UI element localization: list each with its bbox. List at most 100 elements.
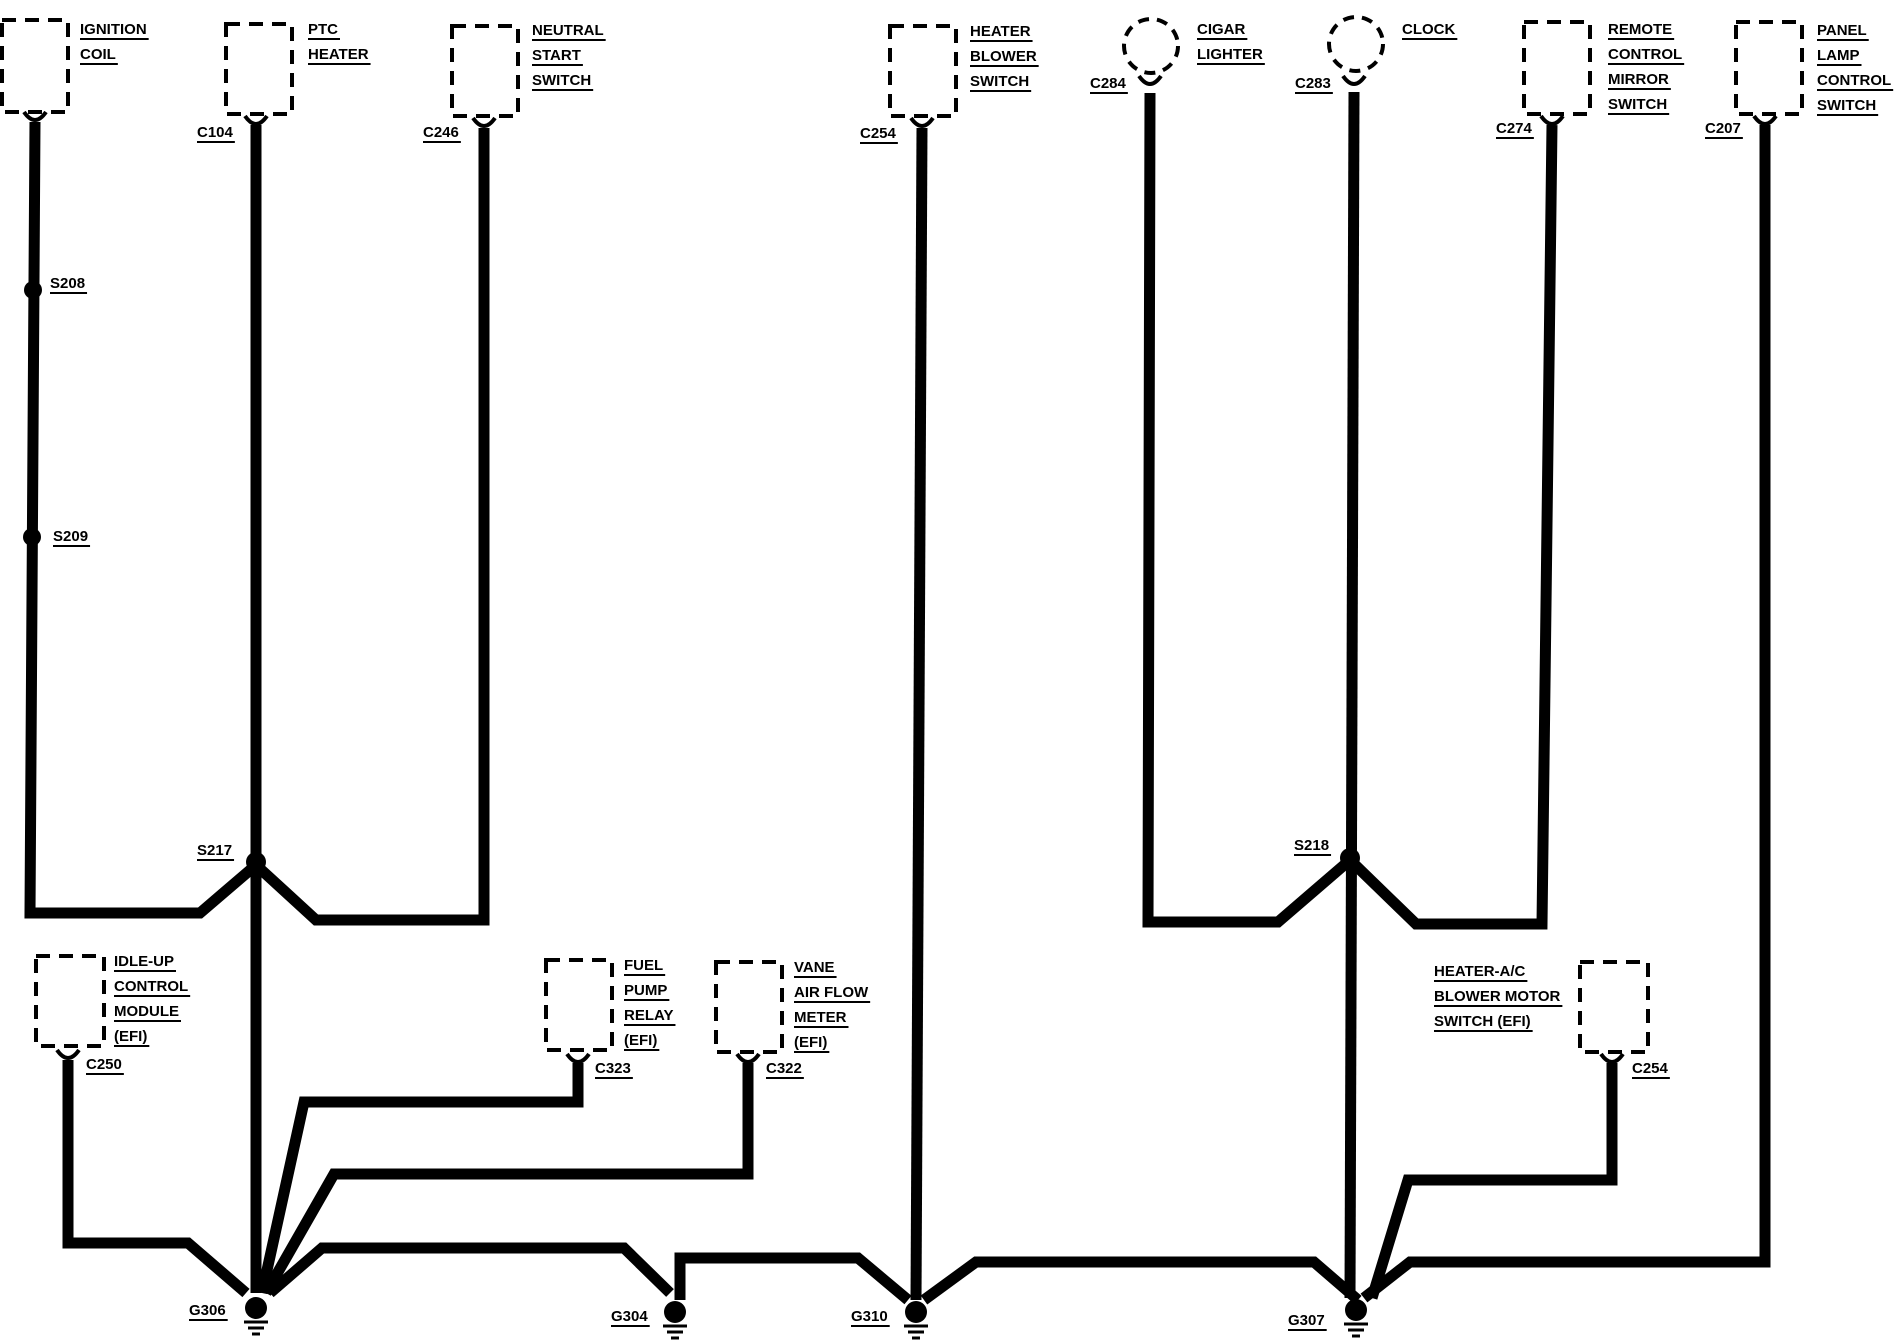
c323-symbol xyxy=(565,1052,591,1064)
wire-g306-to-g304 xyxy=(266,1242,674,1298)
c274-symbol xyxy=(1539,114,1565,126)
ground-g307-symbol xyxy=(1344,1299,1368,1338)
connector-c284-label: C284 xyxy=(1090,75,1128,94)
vane-air-flow-meter-label-0: VANE xyxy=(794,959,837,978)
ground-g304-symbol xyxy=(663,1301,687,1340)
vane-air-flow-meter-label-1-text: AIR FLOW xyxy=(794,984,869,1001)
connector-c207-label: C207 xyxy=(1705,120,1743,139)
cigar-lighter-label-0-text: CIGAR xyxy=(1197,21,1246,38)
remote-control-mirror-switch-label-3-text: SWITCH xyxy=(1608,96,1667,113)
connector-c104-label: C104 xyxy=(197,124,235,143)
c283-symbol xyxy=(1341,74,1367,86)
connector-c104-label-text: C104 xyxy=(197,124,234,141)
splice-s208-dot xyxy=(24,281,42,299)
vane-air-flow-meter-label-2: METER xyxy=(794,1009,849,1028)
connector-c274-label-text: C274 xyxy=(1496,120,1533,137)
remote-control-mirror-switch-label-0: REMOTE xyxy=(1608,21,1675,40)
ground-g310-label-text: G310 xyxy=(851,1308,888,1325)
connector-c246-label-text: C246 xyxy=(423,124,459,141)
ground-g310-label: G310 xyxy=(851,1308,890,1327)
heater-ac-blower-motor-switch-label-0: HEATER-A/C xyxy=(1434,963,1528,982)
clock-label-0: CLOCK xyxy=(1402,21,1458,40)
c250-symbol xyxy=(55,1048,81,1060)
fuel-pump-relay-label-3: (EFI) xyxy=(624,1032,660,1051)
clock-label-0-text: CLOCK xyxy=(1402,21,1455,38)
connector-c254-top-label: C254 xyxy=(860,125,898,144)
remote-control-mirror-switch-label-0-text: REMOTE xyxy=(1608,21,1672,38)
fuel-pump-relay-label-2: RELAY xyxy=(624,1007,676,1026)
fuel-pump-relay-label-1: PUMP xyxy=(624,982,670,1001)
connector-c274-label: C274 xyxy=(1496,120,1534,139)
panel-lamp-control-switch-label-0: PANEL xyxy=(1817,22,1869,41)
grounds xyxy=(244,1297,1368,1340)
cigar-lighter-label-1: LIGHTER xyxy=(1197,46,1265,65)
panel-lamp-control-switch-label-1-text: LAMP xyxy=(1817,47,1860,64)
connector-c283-label-text: C283 xyxy=(1295,75,1331,92)
panel-lamp-control-switch-box xyxy=(1734,20,1804,116)
wires xyxy=(24,91,1771,1305)
connector-c254-bottom-label: C254 xyxy=(1632,1060,1670,1079)
c322-symbol xyxy=(735,1052,761,1064)
ignition-coil-box xyxy=(0,18,70,114)
heater-ac-blower-motor-switch-label-0-text: HEATER-A/C xyxy=(1434,963,1526,980)
ground-g307-label: G307 xyxy=(1288,1312,1327,1331)
ground-g306-label: G306 xyxy=(189,1302,228,1321)
fuel-pump-relay-label-0-text: FUEL xyxy=(624,957,663,974)
panel-lamp-control-switch-label-3: SWITCH xyxy=(1817,97,1879,116)
ptc-heater-label-0: PTC xyxy=(308,21,340,40)
vane-air-flow-meter-label-3: (EFI) xyxy=(794,1034,830,1053)
c254-top-symbol xyxy=(909,116,935,128)
connector-symbols xyxy=(22,74,1778,1064)
vane-air-flow-meter-label-1: AIR FLOW xyxy=(794,984,871,1003)
cigar-lighter-label-1-text: LIGHTER xyxy=(1197,46,1263,63)
connector-c284-label-text: C284 xyxy=(1090,75,1127,92)
connector-c254-top-label-text: C254 xyxy=(860,125,897,142)
wire-fuel-pump-relay-to-g306 xyxy=(256,1063,584,1295)
splice-s217-label-text: S217 xyxy=(197,842,232,859)
idle-up-control-module-label-3: (EFI) xyxy=(114,1028,150,1047)
wire-clock-to-g307 xyxy=(1344,91,1360,1299)
wire-s217-to-neutral-start xyxy=(252,128,490,926)
remote-control-mirror-switch-label-1-text: CONTROL xyxy=(1608,46,1682,63)
wire-g310-to-g307 xyxy=(920,1256,1362,1305)
cigar-lighter-label-0: CIGAR xyxy=(1197,21,1248,40)
clock-circle xyxy=(1327,15,1385,73)
wire-s218-to-remote-mirror xyxy=(1346,124,1558,930)
heater-blower-switch-label-0-text: HEATER xyxy=(970,23,1031,40)
component-boxes xyxy=(0,15,1804,1054)
labels: IGNITIONCOILPTCHEATERNEUTRALSTARTSWITCHH… xyxy=(50,21,1894,1331)
neutral-start-switch-label-2: SWITCH xyxy=(532,72,594,91)
remote-control-mirror-switch-box xyxy=(1522,20,1592,116)
ptc-heater-box xyxy=(224,22,294,116)
heater-ac-blower-motor-switch-label-2: SWITCH (EFI) xyxy=(1434,1013,1533,1032)
connector-c323-label: C323 xyxy=(595,1060,633,1079)
idle-up-control-module-box xyxy=(34,954,106,1048)
connector-c207-label-text: C207 xyxy=(1705,120,1741,137)
neutral-start-switch-label-0: NEUTRAL xyxy=(532,22,606,41)
heater-blower-switch-box xyxy=(888,24,958,118)
splice-s218-dot xyxy=(1340,848,1360,868)
heater-ac-blower-motor-switch-label-1: BLOWER MOTOR xyxy=(1434,988,1563,1007)
heater-blower-switch-label-0: HEATER xyxy=(970,23,1033,42)
splice-s209-dot xyxy=(23,528,41,546)
ignition-coil-label-1: COIL xyxy=(80,46,118,65)
fuel-pump-relay-label-0: FUEL xyxy=(624,957,666,976)
panel-lamp-control-switch-label-0-text: PANEL xyxy=(1817,22,1867,39)
wire-blower-motor-switch-to-g307 xyxy=(1366,1063,1618,1300)
neutral-start-switch-label-1-text: START xyxy=(532,47,581,64)
ptc-heater-label-1-text: HEATER xyxy=(308,46,369,63)
wire-heater-blower-to-g310 xyxy=(910,127,928,1301)
heater-blower-switch-label-2-text: SWITCH xyxy=(970,73,1029,90)
ground-g310-symbol xyxy=(904,1301,928,1340)
connector-c250-label-text: C250 xyxy=(86,1056,122,1073)
neutral-start-switch-label-0-text: NEUTRAL xyxy=(532,22,604,39)
connector-c322-label: C322 xyxy=(766,1060,804,1079)
vane-air-flow-meter-label-2-text: METER xyxy=(794,1009,847,1026)
connector-c322-label-text: C322 xyxy=(766,1060,802,1077)
ground-g307-label-text: G307 xyxy=(1288,1312,1325,1329)
heater-blower-switch-label-2: SWITCH xyxy=(970,73,1032,92)
panel-lamp-control-switch-label-2: CONTROL xyxy=(1817,72,1894,91)
heater-ac-blower-motor-switch-box xyxy=(1578,960,1650,1054)
heater-blower-switch-label-1-text: BLOWER xyxy=(970,48,1037,65)
vane-air-flow-meter-label-0-text: VANE xyxy=(794,959,835,976)
